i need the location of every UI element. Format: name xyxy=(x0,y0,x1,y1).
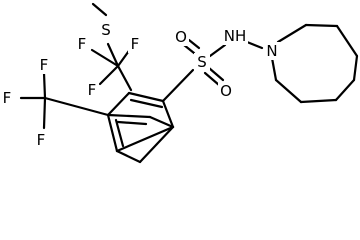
bond-cage-inner-b xyxy=(148,115,175,129)
bond-ring-2 xyxy=(335,24,359,58)
bond-cage-lower-left xyxy=(106,113,119,153)
bond-cage-sulfonyl xyxy=(161,68,195,103)
atom-f-top-right: F xyxy=(131,35,140,53)
bond-cf2-f-mid xyxy=(98,64,120,86)
bond-cf2-f-left xyxy=(90,48,120,68)
bond-so-top-a xyxy=(182,43,196,55)
bond-n-ring-bottom xyxy=(270,56,278,82)
bond-ring-4 xyxy=(334,78,356,102)
bond-ring-1 xyxy=(304,23,339,28)
bonds xyxy=(19,2,359,164)
bond-cage-right xyxy=(161,99,175,129)
bond-cage-top-double xyxy=(129,98,164,109)
bond-cf2-cage xyxy=(116,64,133,92)
bond-ring-5 xyxy=(299,98,338,104)
bond-ring-6 xyxy=(274,78,303,104)
atom-f-top-left: F xyxy=(78,35,87,53)
bond-ring-3 xyxy=(352,54,359,82)
atom-f-cf3-left: F xyxy=(3,89,12,107)
bond-methyl-s xyxy=(91,2,108,17)
bond-cage-bottom xyxy=(138,125,175,164)
atom-labels: S F F F F F F S O O NH N xyxy=(0,21,280,149)
bond-n-ring-top xyxy=(276,23,308,44)
bond-so-bottom-a xyxy=(203,71,221,87)
atom-o-top: O xyxy=(175,28,187,46)
bond-cage-diag xyxy=(115,125,175,153)
atom-nh: NH xyxy=(224,27,247,45)
bond-cage-lower-left-double xyxy=(114,118,125,148)
bond-cage-top xyxy=(127,91,165,103)
molecule-drawing: S F F F F F F S O O NH N xyxy=(0,2,359,164)
atom-f-mid: F xyxy=(88,81,97,99)
atom-f-cf3-top: F xyxy=(40,56,49,74)
bond-cage-bridge xyxy=(115,149,142,164)
atom-o-bottom: O xyxy=(220,82,232,100)
bond-s-nh xyxy=(208,43,227,58)
atom-s-sulfonyl: S xyxy=(197,53,207,71)
bond-s-cf2 xyxy=(106,42,120,68)
bond-cf3-f-c xyxy=(42,96,47,130)
bond-cf3-f-a xyxy=(42,71,47,100)
bond-so-top-b xyxy=(187,38,201,50)
bond-so-bottom-b xyxy=(207,66,225,82)
atom-s-thio: S xyxy=(101,21,111,39)
bond-cage-inner-a xyxy=(106,113,152,119)
atom-f-cf3-bottom: F xyxy=(37,131,46,149)
atom-n-ring: N xyxy=(266,42,277,60)
bond-cage-inner-double xyxy=(116,120,148,126)
bond-cage-cf3 xyxy=(43,96,110,117)
bond-cage-left xyxy=(106,91,131,117)
chemical-structure-figure: S F F F F F F S O O NH N xyxy=(0,2,359,164)
